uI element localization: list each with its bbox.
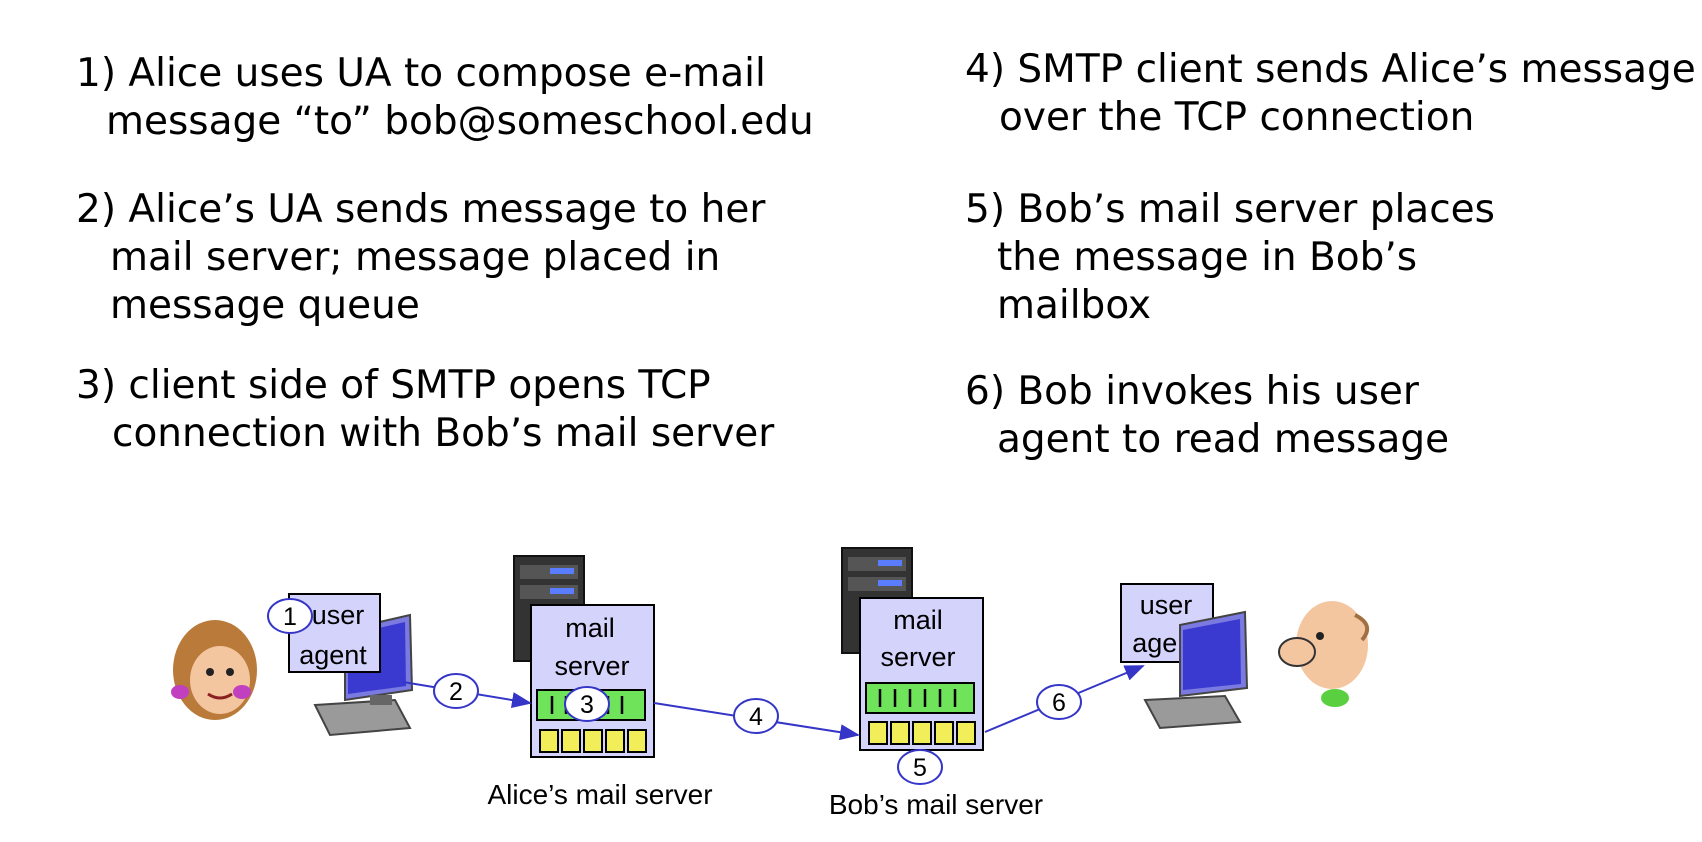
marker-2 xyxy=(433,673,479,709)
step-2-line-2: mail server; message placed in xyxy=(110,235,721,280)
step-6: 6) Bob invokes his user agent to read me… xyxy=(965,368,1449,464)
bob-computer-icon xyxy=(1143,610,1249,730)
alice-mailboxes xyxy=(539,729,647,753)
marker-1-label: 1 xyxy=(283,603,297,631)
bob-server-label-2: server xyxy=(880,642,955,672)
alice-server-label-2: server xyxy=(554,651,629,681)
step-1-line-2: message “to” bob@someschool.edu xyxy=(106,99,814,144)
bob-ua-label-1: user xyxy=(1140,590,1193,620)
alice-ua-label-2: agent xyxy=(299,640,367,670)
step-3-line-1: 3) client side of SMTP opens TCP xyxy=(76,363,711,408)
step-1: 1) Alice uses UA to compose e-mail messa… xyxy=(76,50,814,146)
step-5: 5) Bob’s mail server places the message … xyxy=(965,186,1495,330)
marker-4-label: 4 xyxy=(749,703,763,731)
alice-ua-label-1: user xyxy=(312,600,365,630)
bob-server-caption: Bob’s mail server xyxy=(829,789,1043,820)
alice-user-agent: user agent xyxy=(288,593,381,673)
step-6-line-1: 6) Bob invokes his user xyxy=(965,369,1419,414)
step-4-line-1: 4) SMTP client sends Alice’s message xyxy=(965,47,1696,92)
marker-2-label: 2 xyxy=(449,678,463,706)
step-5-line-2: the message in Bob’s xyxy=(997,235,1418,280)
step-6-line-2: agent to read message xyxy=(997,417,1450,462)
bob-mailboxes xyxy=(868,721,976,745)
marker-5-label: 5 xyxy=(913,754,927,782)
step-5-line-3: mailbox xyxy=(997,283,1152,328)
bob-icon xyxy=(1278,601,1370,707)
bob-server-label-1: mail xyxy=(893,605,943,635)
step-1-line-1: 1) Alice uses UA to compose e-mail xyxy=(76,51,766,96)
step-2-line-1: 2) Alice’s UA sends message to her xyxy=(76,187,766,232)
step-4-line-2: over the TCP connection xyxy=(999,95,1475,140)
step-3-line-2: connection with Bob’s mail server xyxy=(112,411,775,456)
alice-icon xyxy=(171,620,257,720)
step-2: 2) Alice’s UA sends message to her mail … xyxy=(76,186,765,330)
marker-3-label: 3 xyxy=(580,691,594,719)
step-4: 4) SMTP client sends Alice’s message ove… xyxy=(965,46,1696,142)
marker-6-label: 6 xyxy=(1052,689,1066,717)
step-2-line-3: message queue xyxy=(110,283,420,328)
marker-6 xyxy=(1036,684,1082,720)
alice-server-caption: Alice’s mail server xyxy=(487,779,712,810)
bob-message-queue xyxy=(865,682,975,714)
marker-5 xyxy=(897,749,943,785)
marker-3 xyxy=(564,686,610,722)
alice-mail-server: mail server xyxy=(530,604,655,758)
bob-mail-server: mail server xyxy=(859,597,984,751)
alice-server-label-1: mail xyxy=(565,613,615,643)
step-5-line-1: 5) Bob’s mail server places xyxy=(965,187,1495,232)
marker-4 xyxy=(733,698,779,734)
step-markers xyxy=(267,598,1082,785)
marker-1 xyxy=(267,598,313,634)
step-3: 3) client side of SMTP opens TCP connect… xyxy=(76,362,774,458)
